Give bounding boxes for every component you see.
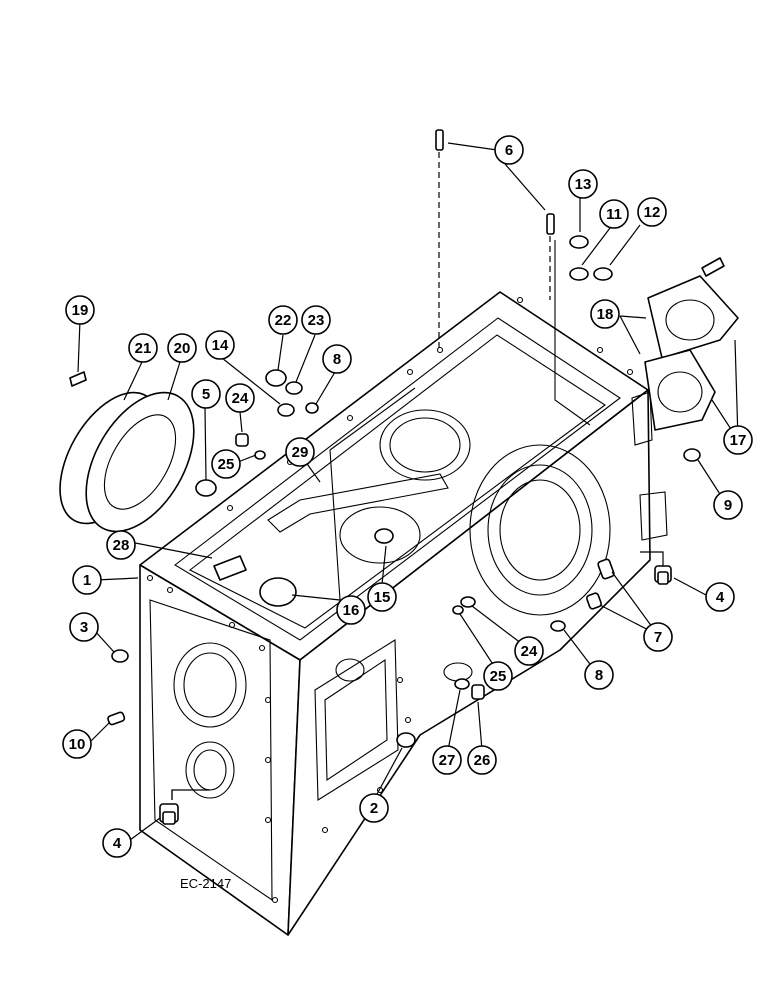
svg-text:19: 19: [72, 302, 89, 319]
svg-text:8: 8: [333, 351, 341, 368]
callout-26: 26: [467, 745, 497, 775]
svg-text:21: 21: [135, 340, 152, 357]
callout-28: 28: [106, 530, 136, 560]
svg-text:25: 25: [218, 456, 235, 473]
callout-20: 20: [167, 333, 197, 363]
callout-14: 14: [205, 330, 235, 360]
callout-4-bottom: 4: [102, 828, 132, 858]
callout-17: 17: [723, 425, 753, 455]
callout-25-left: 25: [211, 449, 241, 479]
callout-6: 6: [494, 135, 524, 165]
svg-text:28: 28: [113, 537, 130, 554]
callout-13: 13: [568, 169, 598, 199]
svg-text:29: 29: [292, 444, 309, 461]
svg-text:20: 20: [174, 340, 191, 357]
svg-text:4: 4: [716, 589, 725, 606]
callout-24-right: 24: [514, 636, 544, 666]
callout-12: 12: [637, 197, 667, 227]
callout-7: 7: [643, 622, 673, 652]
svg-text:7: 7: [654, 629, 662, 646]
svg-text:4: 4: [113, 835, 122, 852]
callout-15: 15: [367, 582, 397, 612]
callout-21: 21: [128, 333, 158, 363]
svg-text:1: 1: [83, 572, 91, 589]
svg-text:13: 13: [575, 176, 592, 193]
callout-8-top: 8: [322, 344, 352, 374]
callout-18: 18: [590, 299, 620, 329]
callout-27: 27: [432, 745, 462, 775]
callout-4-right: 4: [705, 582, 735, 612]
svg-text:22: 22: [275, 312, 292, 329]
svg-text:18: 18: [597, 306, 614, 323]
svg-text:11: 11: [606, 206, 622, 223]
callout-19: 19: [65, 295, 95, 325]
svg-text:10: 10: [69, 736, 86, 753]
callout-11: 11: [599, 199, 629, 229]
callout-22: 22: [268, 305, 298, 335]
callout-25-right: 25: [483, 661, 513, 691]
svg-text:27: 27: [439, 752, 456, 769]
callout-2: 2: [359, 793, 389, 823]
callout-29: 29: [285, 437, 315, 467]
svg-text:8: 8: [595, 667, 603, 684]
svg-text:12: 12: [644, 204, 661, 221]
svg-text:17: 17: [730, 432, 747, 449]
svg-text:26: 26: [474, 752, 491, 769]
svg-text:14: 14: [212, 337, 229, 354]
callout-9: 9: [713, 490, 743, 520]
svg-text:3: 3: [80, 619, 88, 636]
svg-text:23: 23: [308, 312, 325, 329]
loose-parts: [59, 129, 739, 825]
callout-24-left: 24: [225, 383, 255, 413]
svg-text:24: 24: [521, 643, 538, 660]
callout-16: 16: [336, 595, 366, 625]
callout-1: 1: [72, 565, 102, 595]
svg-text:16: 16: [343, 602, 360, 619]
transmission-housing: [139, 240, 668, 936]
svg-text:9: 9: [724, 497, 732, 514]
svg-text:5: 5: [202, 386, 210, 403]
svg-text:6: 6: [505, 142, 513, 159]
svg-text:15: 15: [374, 589, 391, 606]
callouts: 1 2 3 4 4 5 6 7 8 8 9 10 11 12 13 14 15 …: [62, 135, 753, 858]
callout-8-right: 8: [584, 660, 614, 690]
figure-code: EC-2147: [180, 876, 231, 891]
callout-10: 10: [62, 729, 92, 759]
svg-text:2: 2: [370, 800, 378, 817]
callout-5: 5: [191, 379, 221, 409]
callout-23: 23: [301, 305, 331, 335]
callout-3: 3: [69, 612, 99, 642]
svg-text:24: 24: [232, 390, 249, 407]
svg-text:25: 25: [490, 668, 507, 685]
